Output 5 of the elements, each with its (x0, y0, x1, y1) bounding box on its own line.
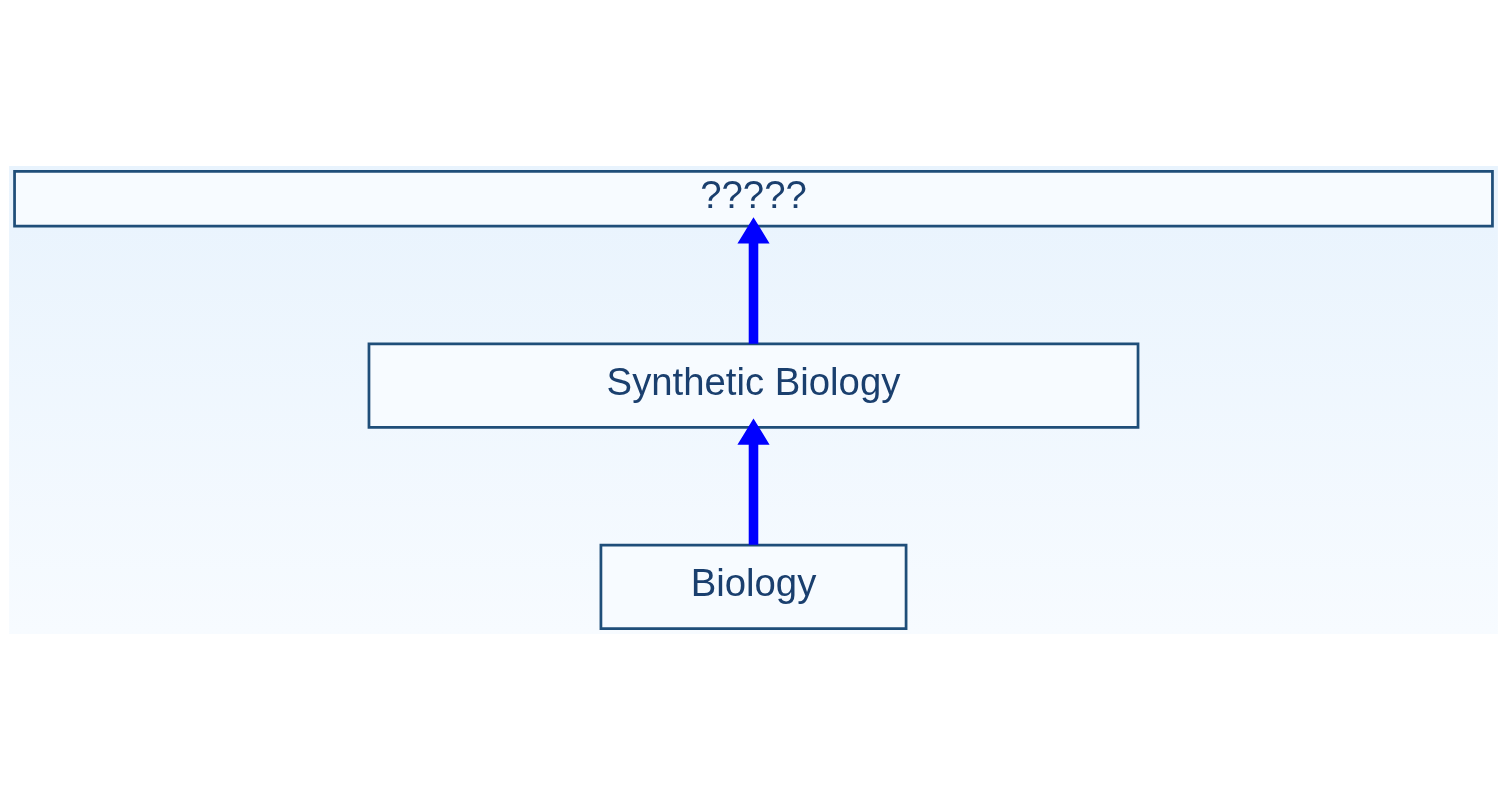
node-box: ????? (13, 169, 1494, 228)
arrow (737, 216, 770, 344)
arrow (737, 417, 770, 545)
node-box: Synthetic Biology (367, 342, 1140, 429)
node-box: Biology (599, 543, 908, 630)
